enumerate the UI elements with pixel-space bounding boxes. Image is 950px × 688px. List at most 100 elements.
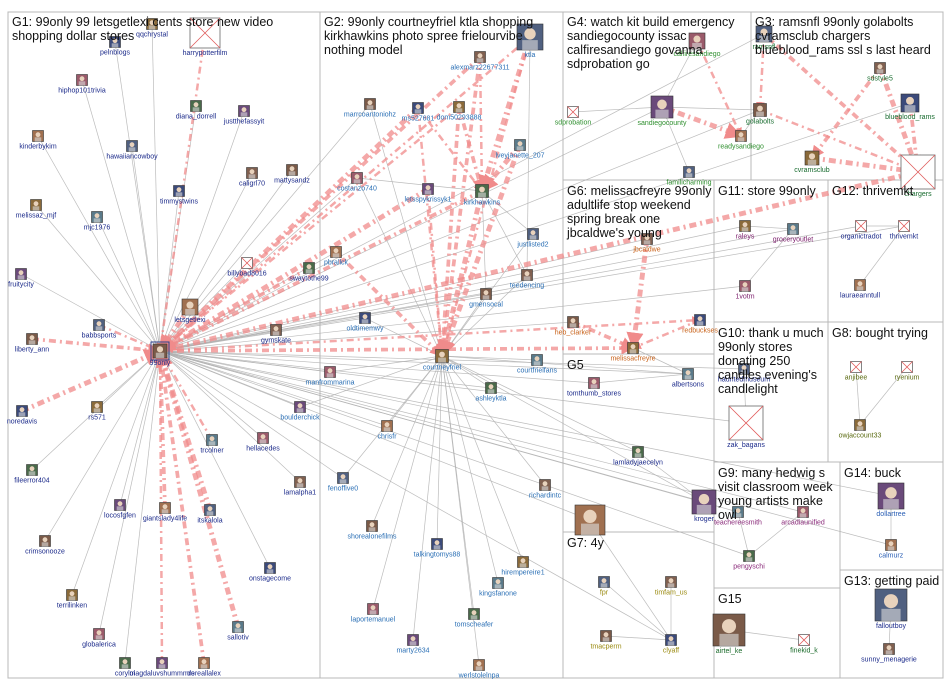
node-99only[interactable]: 99only — [150, 341, 171, 367]
node-pelnblogs[interactable]: pelnblogs — [100, 36, 130, 57]
node-richardintc[interactable]: richardintc — [529, 479, 562, 500]
node-marty2634[interactable]: marty2634 — [396, 634, 430, 655]
node-ktla[interactable]: ktla — [516, 23, 544, 59]
node-oldtimemwy[interactable]: oldtimemwy — [347, 312, 384, 333]
node-kingsfanone[interactable]: kingsfanone — [479, 577, 517, 598]
node-teachereesmith[interactable]: teachereesmith — [714, 506, 762, 527]
node-billybad8016[interactable]: billybad8016 — [227, 257, 267, 278]
node-hauntedmuseum[interactable]: hauntedmuseum — [718, 363, 770, 384]
node-manfrommarina[interactable]: manfrommarina — [305, 366, 355, 387]
node-jbcaldwe[interactable]: jbcaldwe — [632, 233, 661, 254]
node-calfiresandiego[interactable]: calfiresandiego — [673, 32, 721, 58]
node-globalerica[interactable]: globalerica — [82, 628, 116, 649]
node-dollartree[interactable]: dollartree — [876, 482, 906, 518]
node-qqchrystal[interactable]: qqchrystal — [136, 18, 168, 39]
node-liberty_ann[interactable]: liberty_ann — [15, 333, 49, 354]
node-arcadiaunified[interactable]: arcadiaunified — [781, 506, 825, 527]
node-finekid_k[interactable]: finekid_k — [790, 634, 818, 655]
node-sunny_menagerie[interactable]: sunny_menagerie — [861, 643, 917, 664]
node-hawaiiancowboy[interactable]: hawaiiancowboy — [106, 140, 158, 161]
node-locosfgfen[interactable]: locosfgfen — [104, 499, 136, 520]
node-corylol[interactable]: corylol — [115, 657, 136, 678]
node-noredavis[interactable]: noredavis — [7, 405, 38, 426]
node-hirempereire1[interactable]: hirempereire1 — [501, 556, 545, 577]
node-costanzo740[interactable]: costanzo740 — [337, 172, 377, 193]
node-giantslady4life[interactable]: giantslady4life — [143, 502, 187, 523]
node-justlisted2[interactable]: justlisted2 — [516, 228, 549, 249]
node-raleys[interactable]: raleys — [736, 220, 755, 241]
node-ramsnfl[interactable]: ramsnfl — [753, 25, 776, 51]
node-talkingtomys88[interactable]: talkingtomys88 — [414, 538, 461, 559]
node-fileerror404[interactable]: fileerror404 — [14, 464, 50, 485]
node-itskalola[interactable]: itskalola — [197, 504, 223, 525]
node-readysandiego[interactable]: readysandiego — [718, 130, 764, 151]
node-familicharming[interactable]: familicharming — [666, 166, 712, 187]
node-letsspykrissyk1[interactable]: letsspykrissyk1 — [404, 183, 452, 204]
node-thrivemkt[interactable]: thrivemkt — [890, 220, 918, 241]
node-sallotiv[interactable]: sallotiv — [227, 621, 249, 642]
node-owjaccount33[interactable]: owjaccount33 — [839, 419, 882, 440]
node-melissaz_mjf[interactable]: melissaz_mjf — [16, 199, 57, 220]
node-fenoffive0[interactable]: fenoffive0 — [328, 472, 358, 493]
node-anjibee[interactable]: anjibee — [845, 361, 868, 382]
node-pbrallck[interactable]: pbrallck — [324, 246, 349, 267]
node-shorealonefilms[interactable]: shorealonefilms — [347, 520, 397, 541]
node-sdstyle5[interactable]: sdstyle5 — [867, 62, 893, 83]
node-tomscheafer[interactable]: tomscheafer — [455, 608, 494, 629]
node-walmart[interactable] — [574, 504, 606, 536]
node-heb_clarker[interactable]: heb_clarker — [555, 316, 592, 337]
node-marrcoantoniohz[interactable]: marrcoantoniohz — [344, 98, 397, 119]
node-trcolner[interactable]: trcolner — [200, 434, 224, 455]
node-gymskate[interactable]: gymskate — [261, 324, 291, 345]
node-swaytothe99[interactable]: swaytothe99 — [289, 262, 329, 283]
node-golabolts[interactable]: golabolts — [746, 103, 775, 126]
node-organictradot[interactable]: organictradot — [841, 220, 882, 241]
node-alexmarz22677311[interactable]: alexmarz22677311 — [450, 51, 510, 72]
node-hiphop101trivia[interactable]: hiphop101trivia — [58, 74, 106, 95]
node-groceryoutlet[interactable]: groceryoutlet — [773, 223, 814, 244]
node-crimsonooze[interactable]: crimsonooze — [25, 535, 65, 556]
node-calmurz[interactable]: calmurz — [879, 539, 904, 560]
node-zak_bagans[interactable]: zak_bagans — [727, 405, 765, 449]
node-tmacperm[interactable]: tmacperm — [590, 630, 622, 651]
node-kinderbykim[interactable]: kinderbykim — [19, 130, 57, 151]
node-laportemanuel[interactable]: laportemanuel — [351, 603, 396, 624]
node-clyaff[interactable]: clyaff — [663, 634, 679, 655]
node-lauraeanntull[interactable]: lauraeanntull — [840, 279, 881, 300]
node-dereallalex[interactable]: dereallalex — [187, 657, 221, 678]
node-redbuckses[interactable]: redbuckses — [682, 314, 718, 335]
node-timmystwins[interactable]: timmystwins — [160, 185, 199, 206]
node-caligrl70[interactable]: caligrl70 — [239, 167, 265, 188]
node-lveyjanette_207[interactable]: lveyjanette_207 — [495, 139, 545, 160]
node-magdaluvshummmrs[interactable]: magdaluvshummmrs — [130, 657, 195, 678]
node-justthefassyit[interactable]: justthefassyit — [223, 105, 265, 126]
node-1votm[interactable]: 1votm — [735, 280, 755, 301]
node-mattysandz[interactable]: mattysandz — [274, 164, 310, 185]
node-ashleyktla[interactable]: ashleyktla — [475, 382, 507, 403]
node-boulderchick[interactable]: boulderchick — [280, 401, 320, 422]
node-lamalpha1[interactable]: lamalpha1 — [284, 476, 316, 497]
node-dom50293888[interactable]: dom50293888 — [437, 101, 482, 122]
node-harrypotterfilm[interactable]: harrypotterfilm — [183, 17, 228, 57]
node-courtfrielfans[interactable]: courtfrielfans — [517, 354, 558, 375]
node-rs571[interactable]: rs571 — [88, 401, 106, 422]
node-diana_dorrell[interactable]: diana_dorrell — [176, 100, 217, 121]
node-pengyschi[interactable]: pengyschi — [733, 550, 765, 571]
node-blueblood_rams[interactable]: blueblood_rams — [885, 93, 935, 121]
node-mjc1976[interactable]: mjc1976 — [84, 211, 111, 232]
node-timfam_us[interactable]: timfam_us — [655, 576, 688, 597]
node-lamladyjaecelyn[interactable]: lamladyjaecelyn — [613, 446, 663, 467]
node-falloutboy[interactable]: falloutboy — [874, 588, 908, 630]
node-ryenium[interactable]: ryenium — [895, 361, 920, 382]
node-onstagecome[interactable]: onstagecome — [249, 562, 291, 583]
node-chrisfr[interactable]: chrisfr — [377, 420, 397, 441]
node-ms527681[interactable]: ms527681 — [402, 102, 435, 123]
node-teedencing[interactable]: teedencing — [510, 269, 544, 290]
node-tomthumb_stores[interactable]: tomthumb_stores — [567, 377, 622, 398]
node-sandiegocounty[interactable]: sandiegocounty — [637, 95, 687, 127]
node-hellacedes[interactable]: hellacedes — [246, 432, 280, 453]
node-airtel_ke[interactable]: airtel_ke — [712, 613, 746, 655]
node-gmensocal[interactable]: gmensocal — [469, 288, 503, 309]
node-cvramsclub[interactable]: cvramsclub — [794, 150, 830, 174]
node-werlstolelnpa[interactable]: werlstolelnpa — [458, 659, 500, 680]
